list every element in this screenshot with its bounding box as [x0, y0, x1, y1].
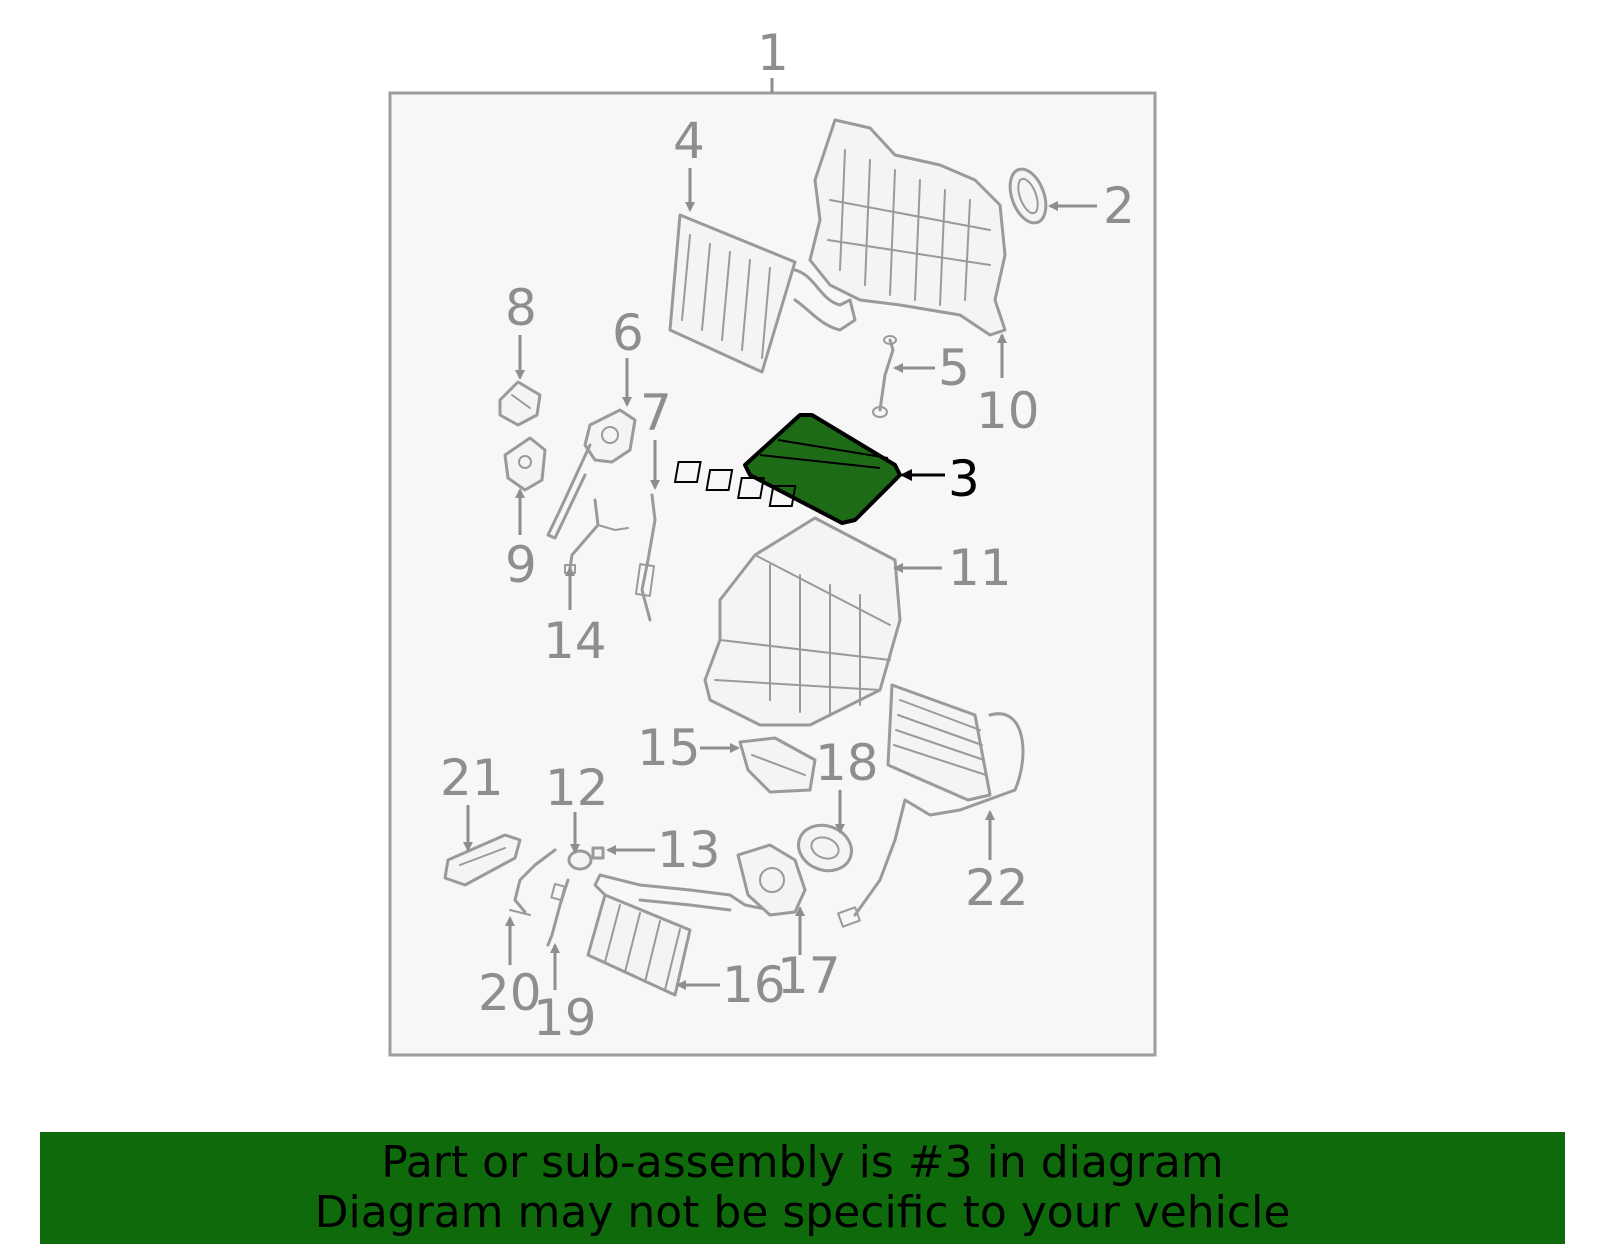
callout-14[interactable]: 14 — [543, 612, 607, 670]
callout-8[interactable]: 8 — [505, 279, 537, 337]
callout-22[interactable]: 22 — [965, 859, 1029, 917]
part-16-heater-core[interactable] — [586, 873, 772, 997]
part-11-heater-case[interactable] — [703, 516, 902, 727]
callout-12[interactable]: 12 — [545, 759, 609, 817]
part-18-grommet[interactable] — [792, 818, 858, 878]
part-2-seal[interactable] — [1003, 164, 1052, 228]
callout-13[interactable]: 13 — [657, 821, 721, 879]
callout-10[interactable]: 10 — [976, 382, 1040, 440]
part-7-rod[interactable] — [634, 493, 657, 622]
part-10-upper-case[interactable] — [808, 118, 1007, 337]
part-20-wire[interactable] — [509, 848, 557, 916]
callout-11[interactable]: 11 — [948, 539, 1012, 597]
callout-18[interactable]: 18 — [815, 734, 879, 792]
part-13-clip[interactable] — [591, 846, 605, 860]
part-15-cover[interactable] — [738, 736, 817, 794]
callout-5[interactable]: 5 — [938, 339, 970, 397]
callout-20[interactable]: 20 — [478, 964, 542, 1022]
part-5-hose[interactable] — [872, 335, 897, 418]
callout-15[interactable]: 15 — [637, 719, 701, 777]
part-6-link-arm[interactable] — [546, 408, 637, 540]
callout-4[interactable]: 4 — [673, 112, 705, 170]
banner-line-1: Part or sub-assembly is #3 in diagram — [381, 1137, 1224, 1188]
part-8-actuator[interactable] — [498, 380, 542, 427]
part-22-door-harness[interactable] — [837, 683, 1025, 928]
parts-diagram: 1 4 2 10 5 — [388, 24, 1157, 1057]
callout-21[interactable]: 21 — [440, 749, 504, 807]
callout-1[interactable]: 1 — [757, 24, 789, 82]
callout-19[interactable]: 19 — [533, 989, 597, 1047]
part-19-link[interactable] — [546, 878, 570, 947]
part-21-bracket[interactable] — [443, 833, 522, 887]
part-17-motor[interactable] — [736, 843, 807, 917]
callout-6[interactable]: 6 — [612, 304, 644, 362]
callout-3[interactable]: 3 — [948, 450, 980, 508]
part-4-evaporator[interactable] — [668, 213, 857, 374]
callout-7[interactable]: 7 — [640, 384, 672, 442]
banner-line-2: Diagram may not be specific to your vehi… — [314, 1187, 1291, 1238]
callout-9[interactable]: 9 — [505, 536, 537, 594]
part-12-bushing[interactable] — [567, 849, 593, 871]
callout-2[interactable]: 2 — [1103, 177, 1135, 235]
callout-17[interactable]: 17 — [777, 947, 841, 1005]
part-9-actuator[interactable] — [503, 436, 547, 492]
info-banner: Part or sub-assembly is #3 in diagram Di… — [40, 1132, 1565, 1244]
callout-16[interactable]: 16 — [722, 956, 786, 1014]
